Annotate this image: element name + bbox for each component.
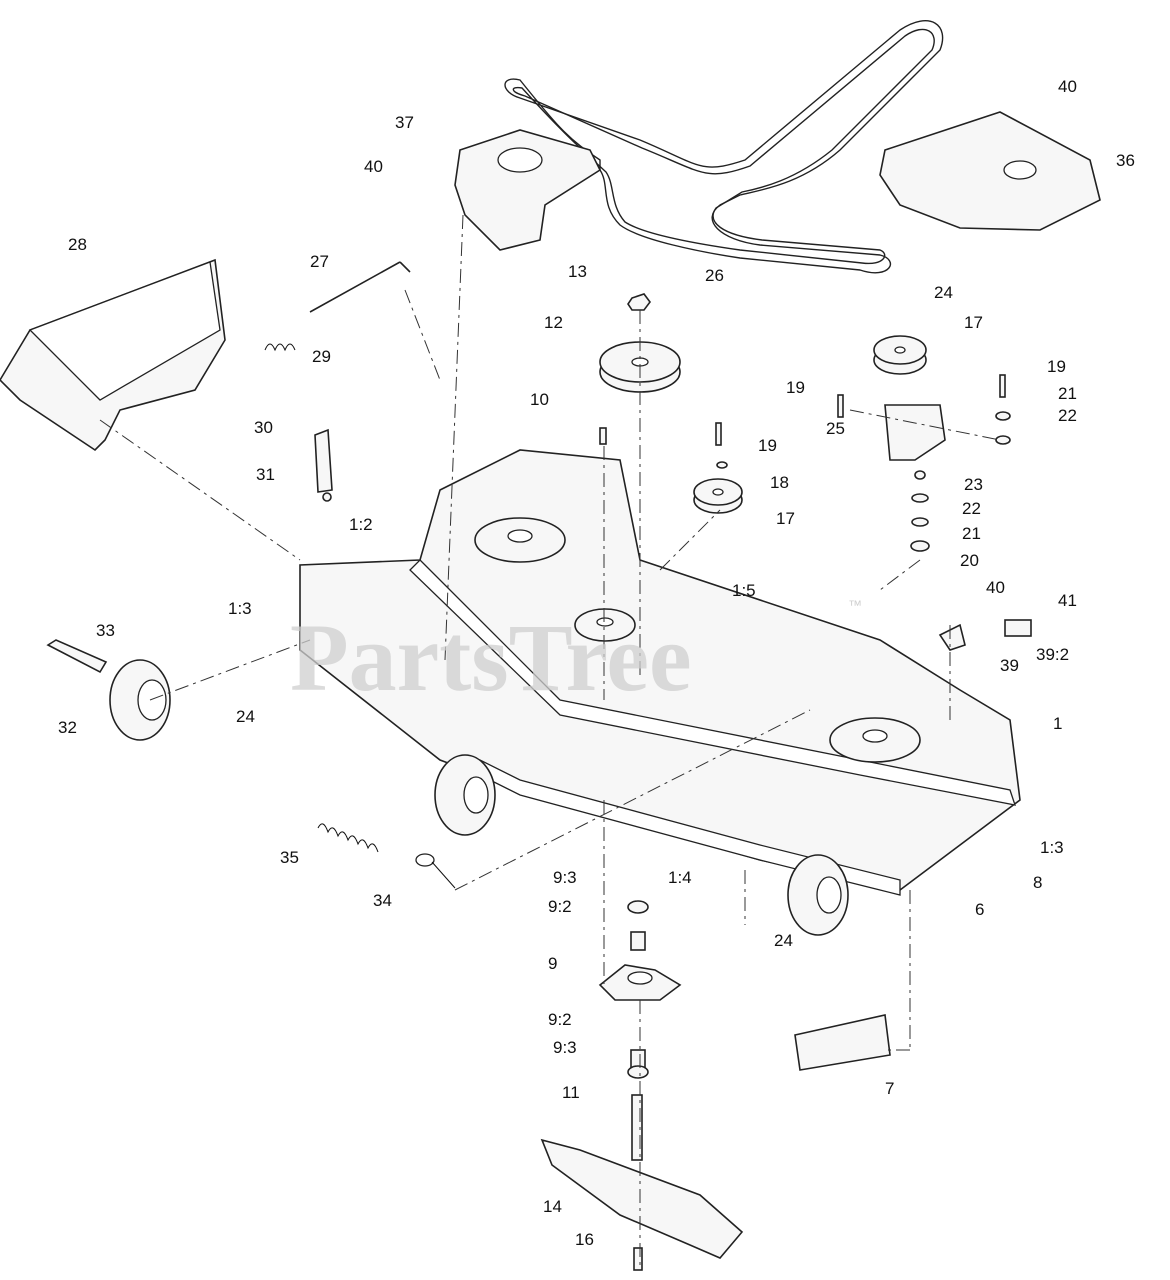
mower-deck (299, 449, 1021, 896)
callout-label: 13 (568, 262, 587, 281)
callout-label: 30 (254, 418, 273, 437)
callout-label: 9:3 (553, 1038, 577, 1057)
callout-label: 26 (705, 266, 724, 285)
callout-label: 32 (58, 718, 77, 737)
callout-label: 35 (280, 848, 299, 867)
callout-label: 22 (962, 499, 981, 518)
washer-stack (716, 411, 1011, 552)
callout-label: 28 (68, 235, 87, 254)
callout-label: 37 (395, 113, 414, 132)
callout-label: 1:2 (349, 515, 373, 534)
callout-label: 24 (934, 283, 953, 302)
callout-label: 23 (964, 475, 983, 494)
callout-label: 9 (548, 954, 557, 973)
left-pulley-cover (454, 129, 602, 251)
callout-label: 41 (1058, 591, 1077, 610)
callout-label: 21 (1058, 384, 1077, 403)
callout-label: 22 (1058, 406, 1077, 425)
callout-label: 36 (1116, 151, 1135, 170)
hex-nut (627, 293, 651, 311)
idler-pulley-lower (693, 478, 743, 514)
assembly-guide-lines (99, 214, 1001, 1265)
callout-label: 16 (575, 1230, 594, 1249)
callout-label: 18 (770, 473, 789, 492)
callout-label: 7 (885, 1079, 894, 1098)
spacer-upper (630, 931, 646, 951)
mounting-bracket (314, 428, 333, 502)
callout-label: 39:2 (1036, 645, 1069, 664)
callout-label: 9:2 (548, 1010, 572, 1029)
callout-label: 10 (530, 390, 549, 409)
callout-label: 9:2 (548, 897, 572, 916)
callout-label: 12 (544, 313, 563, 332)
gauge-wheel-left (434, 754, 496, 836)
callout-label: 14 (543, 1197, 562, 1216)
callout-label: 11 (562, 1083, 580, 1102)
callout-label: 6 (975, 900, 984, 919)
deck-pulley-center (574, 608, 636, 642)
callout-label: 20 (960, 551, 979, 570)
callout-label: 1:5 (732, 581, 756, 600)
callout-label: 33 (96, 621, 115, 640)
callout-label: 34 (373, 891, 392, 910)
callout-label: 8 (1033, 873, 1042, 892)
callout-label: 24 (774, 931, 793, 950)
eye-bolt (415, 853, 456, 889)
belt-cover-plate (794, 1014, 891, 1071)
callout-label: 40 (364, 157, 383, 176)
spindle-housing (598, 964, 682, 1001)
discharge-chute (0, 258, 226, 452)
torsion-spring (264, 343, 296, 352)
blade-bolt (633, 1247, 643, 1271)
callout-label: 39 (1000, 656, 1019, 675)
bearing-lower (627, 1065, 649, 1079)
callout-label: 31 (256, 465, 275, 484)
gauge-wheel-detached (109, 659, 171, 741)
mower-blade (540, 1138, 744, 1259)
spindle-shaft (631, 1094, 643, 1161)
callout-label: 40 (1058, 77, 1077, 96)
callout-label: 19 (758, 436, 777, 455)
callout-label: 25 (826, 419, 845, 438)
callout-label: 27 (310, 252, 329, 271)
callout-label: 40 (986, 578, 1005, 597)
callout-label: 17 (964, 313, 983, 332)
axle-bolt (46, 639, 108, 674)
callout-label: 9:3 (553, 868, 577, 887)
drive-belt (504, 20, 944, 274)
baffle-rod (309, 261, 411, 313)
gauge-wheel-right (787, 854, 849, 936)
callout-label: 29 (312, 347, 331, 366)
callout-label: 1:3 (1040, 838, 1064, 857)
watermark-trademark: ™ (848, 597, 862, 613)
callout-label: 17 (776, 509, 795, 528)
watermark: PartsTree (290, 604, 692, 711)
idler-arm (884, 404, 946, 461)
bearing-upper (627, 900, 649, 914)
callout-label: 1:4 (668, 868, 692, 887)
deck-pulley-left (474, 517, 566, 563)
bolts (599, 374, 1006, 446)
deck-pulley-right (829, 717, 921, 763)
callout-label: 1 (1053, 714, 1062, 733)
callout-label: 1:3 (228, 599, 252, 618)
idler-pulley-upper (873, 335, 927, 375)
right-pulley-cover (879, 111, 1101, 231)
electrical-connector (938, 619, 1032, 651)
callout-label: 21 (962, 524, 981, 543)
callout-label: 24 (236, 707, 255, 726)
callout-label: 19 (1047, 357, 1066, 376)
callout-label: 19 (786, 378, 805, 397)
extension-spring (317, 823, 379, 853)
